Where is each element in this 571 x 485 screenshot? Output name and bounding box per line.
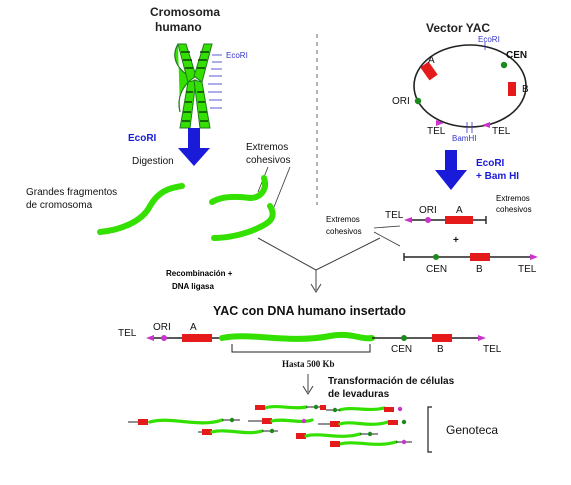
bottom-cen: CEN [391,344,412,355]
middle-sticky-pointer-2 [373,231,401,247]
clone [330,439,412,447]
arm2-cen: CEN [426,264,447,275]
ecori-site-label-left: EcoRI [226,51,248,60]
ecori-site-label-right: EcoRI [478,35,500,44]
yac-vector-circle [413,42,527,133]
right-sticky-line2: cohesivos [496,205,532,214]
yac-arm-1 [404,216,487,224]
recombinant-yac [146,331,486,353]
clone [198,428,278,435]
middle-sticky-line1: Extremos [326,215,360,224]
recomb-line1: Recombinación + [166,269,233,278]
bottom-tel-right: TEL [483,344,502,355]
middle-sticky-pointer-1 [373,225,401,229]
chromosome-fragments [97,175,276,241]
bottom-b: B [437,344,444,355]
fragments-line1: Grandes fragmentos [26,187,117,198]
digestion-arrow [178,128,210,166]
vector-label-a: A [428,55,435,66]
clone [318,419,407,427]
clone [255,404,326,410]
restriction-arrow [435,150,467,190]
library-label: Genoteca [446,423,498,437]
plus-sign: + [453,235,459,246]
vector-title: Vector YAC [426,21,490,35]
clone [128,417,240,425]
chromosome-title-line2: humano [155,20,202,34]
yac-insert-title: YAC con DNA humano insertado [213,304,406,318]
arm1-a: A [456,205,463,216]
vector-label-tel-right: TEL [492,126,511,137]
bottom-tel-left: TEL [118,328,137,339]
chromosome-title-line1: Cromosoma [150,5,220,19]
bamhi-site-label: BamHI [452,134,476,143]
arm2-b: B [476,264,483,275]
chromosome-graphic [174,43,213,129]
transform-line1: Transformación de células [328,376,455,387]
transformation-arrow [302,374,314,395]
ecori-site-arrows [208,54,222,109]
arm1-ori: ORI [419,205,437,216]
vector-label-cen: CEN [506,50,527,61]
library-bracket [427,406,432,453]
vector-label-tel-left: TEL [427,126,446,137]
restriction-arrow-line2: + Bam HI [476,171,519,182]
arm2-tel: TEL [518,264,537,275]
digestion-label: Digestion [132,156,174,167]
left-sticky-line1: Extremos [246,142,288,153]
yac-library-clones [128,404,412,447]
ecori-arrow-label: EcoRI [128,133,157,144]
restriction-arrow-line1: EcoRI [476,158,505,169]
middle-sticky-line2: cohesivos [326,227,362,236]
clone [248,418,314,424]
bottom-a: A [190,322,197,333]
converging-lines [257,237,381,293]
left-sticky-line2: cohesivos [246,155,290,166]
transform-line2: de levaduras [328,389,390,400]
fragments-line2: de cromosoma [26,200,93,211]
clone [326,406,403,413]
vector-label-ori: ORI [392,96,410,107]
right-sticky-line1: Extremos [496,194,530,203]
vector-label-b: B [522,84,529,95]
sticky-pointer-2 [271,166,291,213]
arm1-tel: TEL [385,210,404,221]
yac-arm-2 [403,253,538,261]
bottom-ori: ORI [153,322,171,333]
recomb-line2: DNA ligasa [172,282,214,291]
insert-size-label: Hasta 500 Kb [282,359,335,369]
clone [296,431,378,439]
